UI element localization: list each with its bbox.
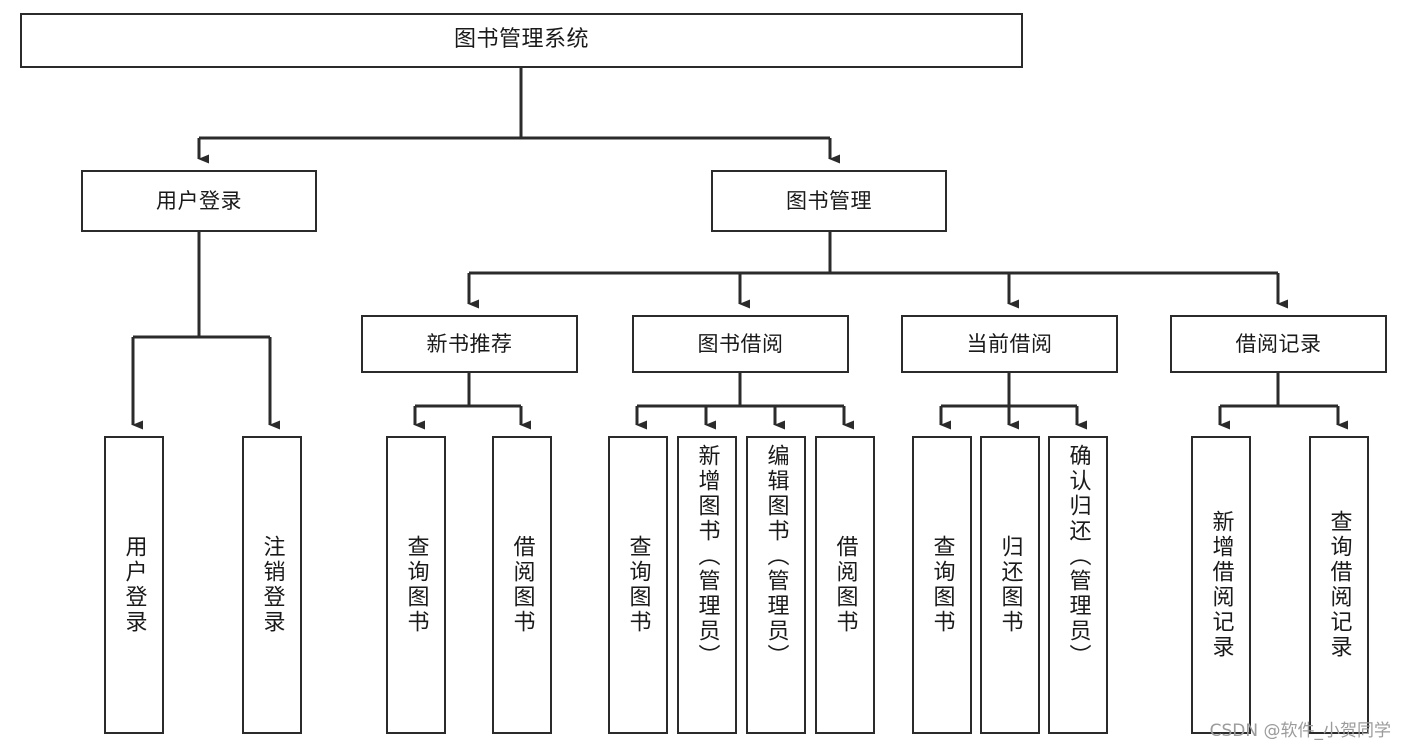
leaf-query-book-2-label: 查询图书 [625,535,651,635]
node-root[interactable]: 图书管理系统 [20,13,1023,68]
leaf-borrow-book-2-label: 借阅图书 [832,535,858,635]
leaf-query-book-2[interactable]: 查询图书 [608,436,668,734]
leaf-add-record-label: 新增借阅记录 [1208,510,1234,660]
node-borrow-record[interactable]: 借阅记录 [1170,315,1387,373]
leaf-query-record[interactable]: 查询借阅记录 [1309,436,1369,734]
leaf-user-login-label: 用户登录 [121,535,147,635]
node-book-manage-label: 图书管理 [786,188,872,213]
leaf-return-book[interactable]: 归还图书 [980,436,1040,734]
leaf-user-login[interactable]: 用户登录 [104,436,164,734]
leaf-borrow-book-1-label: 借阅图书 [509,535,535,635]
node-new-book-recommend-label: 新书推荐 [426,331,513,356]
csdn-watermark: CSDN @软件_小贺同学 [1209,721,1391,741]
node-current-borrow[interactable]: 当前借阅 [901,315,1118,373]
leaf-borrow-book-2[interactable]: 借阅图书 [815,436,875,734]
leaf-query-book-1-label: 查询图书 [403,535,429,635]
node-book-borrow[interactable]: 图书借阅 [632,315,849,373]
leaf-confirm-return[interactable]: 确认归还（管理员） [1048,436,1108,734]
node-borrow-record-label: 借阅记录 [1235,331,1322,356]
leaf-query-record-label: 查询借阅记录 [1326,510,1352,660]
node-new-book-recommend[interactable]: 新书推荐 [361,315,578,373]
leaf-logout-label: 注销登录 [259,535,285,635]
node-user-login[interactable]: 用户登录 [81,170,317,232]
leaf-query-book-3[interactable]: 查询图书 [912,436,972,734]
leaf-logout[interactable]: 注销登录 [242,436,302,734]
node-book-borrow-label: 图书借阅 [697,331,784,356]
leaf-add-record[interactable]: 新增借阅记录 [1191,436,1251,734]
leaf-add-book-label: 新增图书（管理员） [694,444,720,669]
node-user-login-label: 用户登录 [156,188,242,213]
leaf-edit-book[interactable]: 编辑图书（管理员） [746,436,806,734]
leaf-query-book-3-label: 查询图书 [929,535,955,635]
node-book-manage[interactable]: 图书管理 [711,170,947,232]
leaf-edit-book-label: 编辑图书（管理员） [763,444,789,669]
leaf-add-book[interactable]: 新增图书（管理员） [677,436,737,734]
leaf-borrow-book-1[interactable]: 借阅图书 [492,436,552,734]
node-root-label: 图书管理系统 [453,27,589,53]
leaf-query-book-1[interactable]: 查询图书 [386,436,446,734]
leaf-confirm-return-label: 确认归还（管理员） [1065,444,1091,669]
leaf-return-book-label: 归还图书 [997,535,1023,635]
node-current-borrow-label: 当前借阅 [966,331,1053,356]
